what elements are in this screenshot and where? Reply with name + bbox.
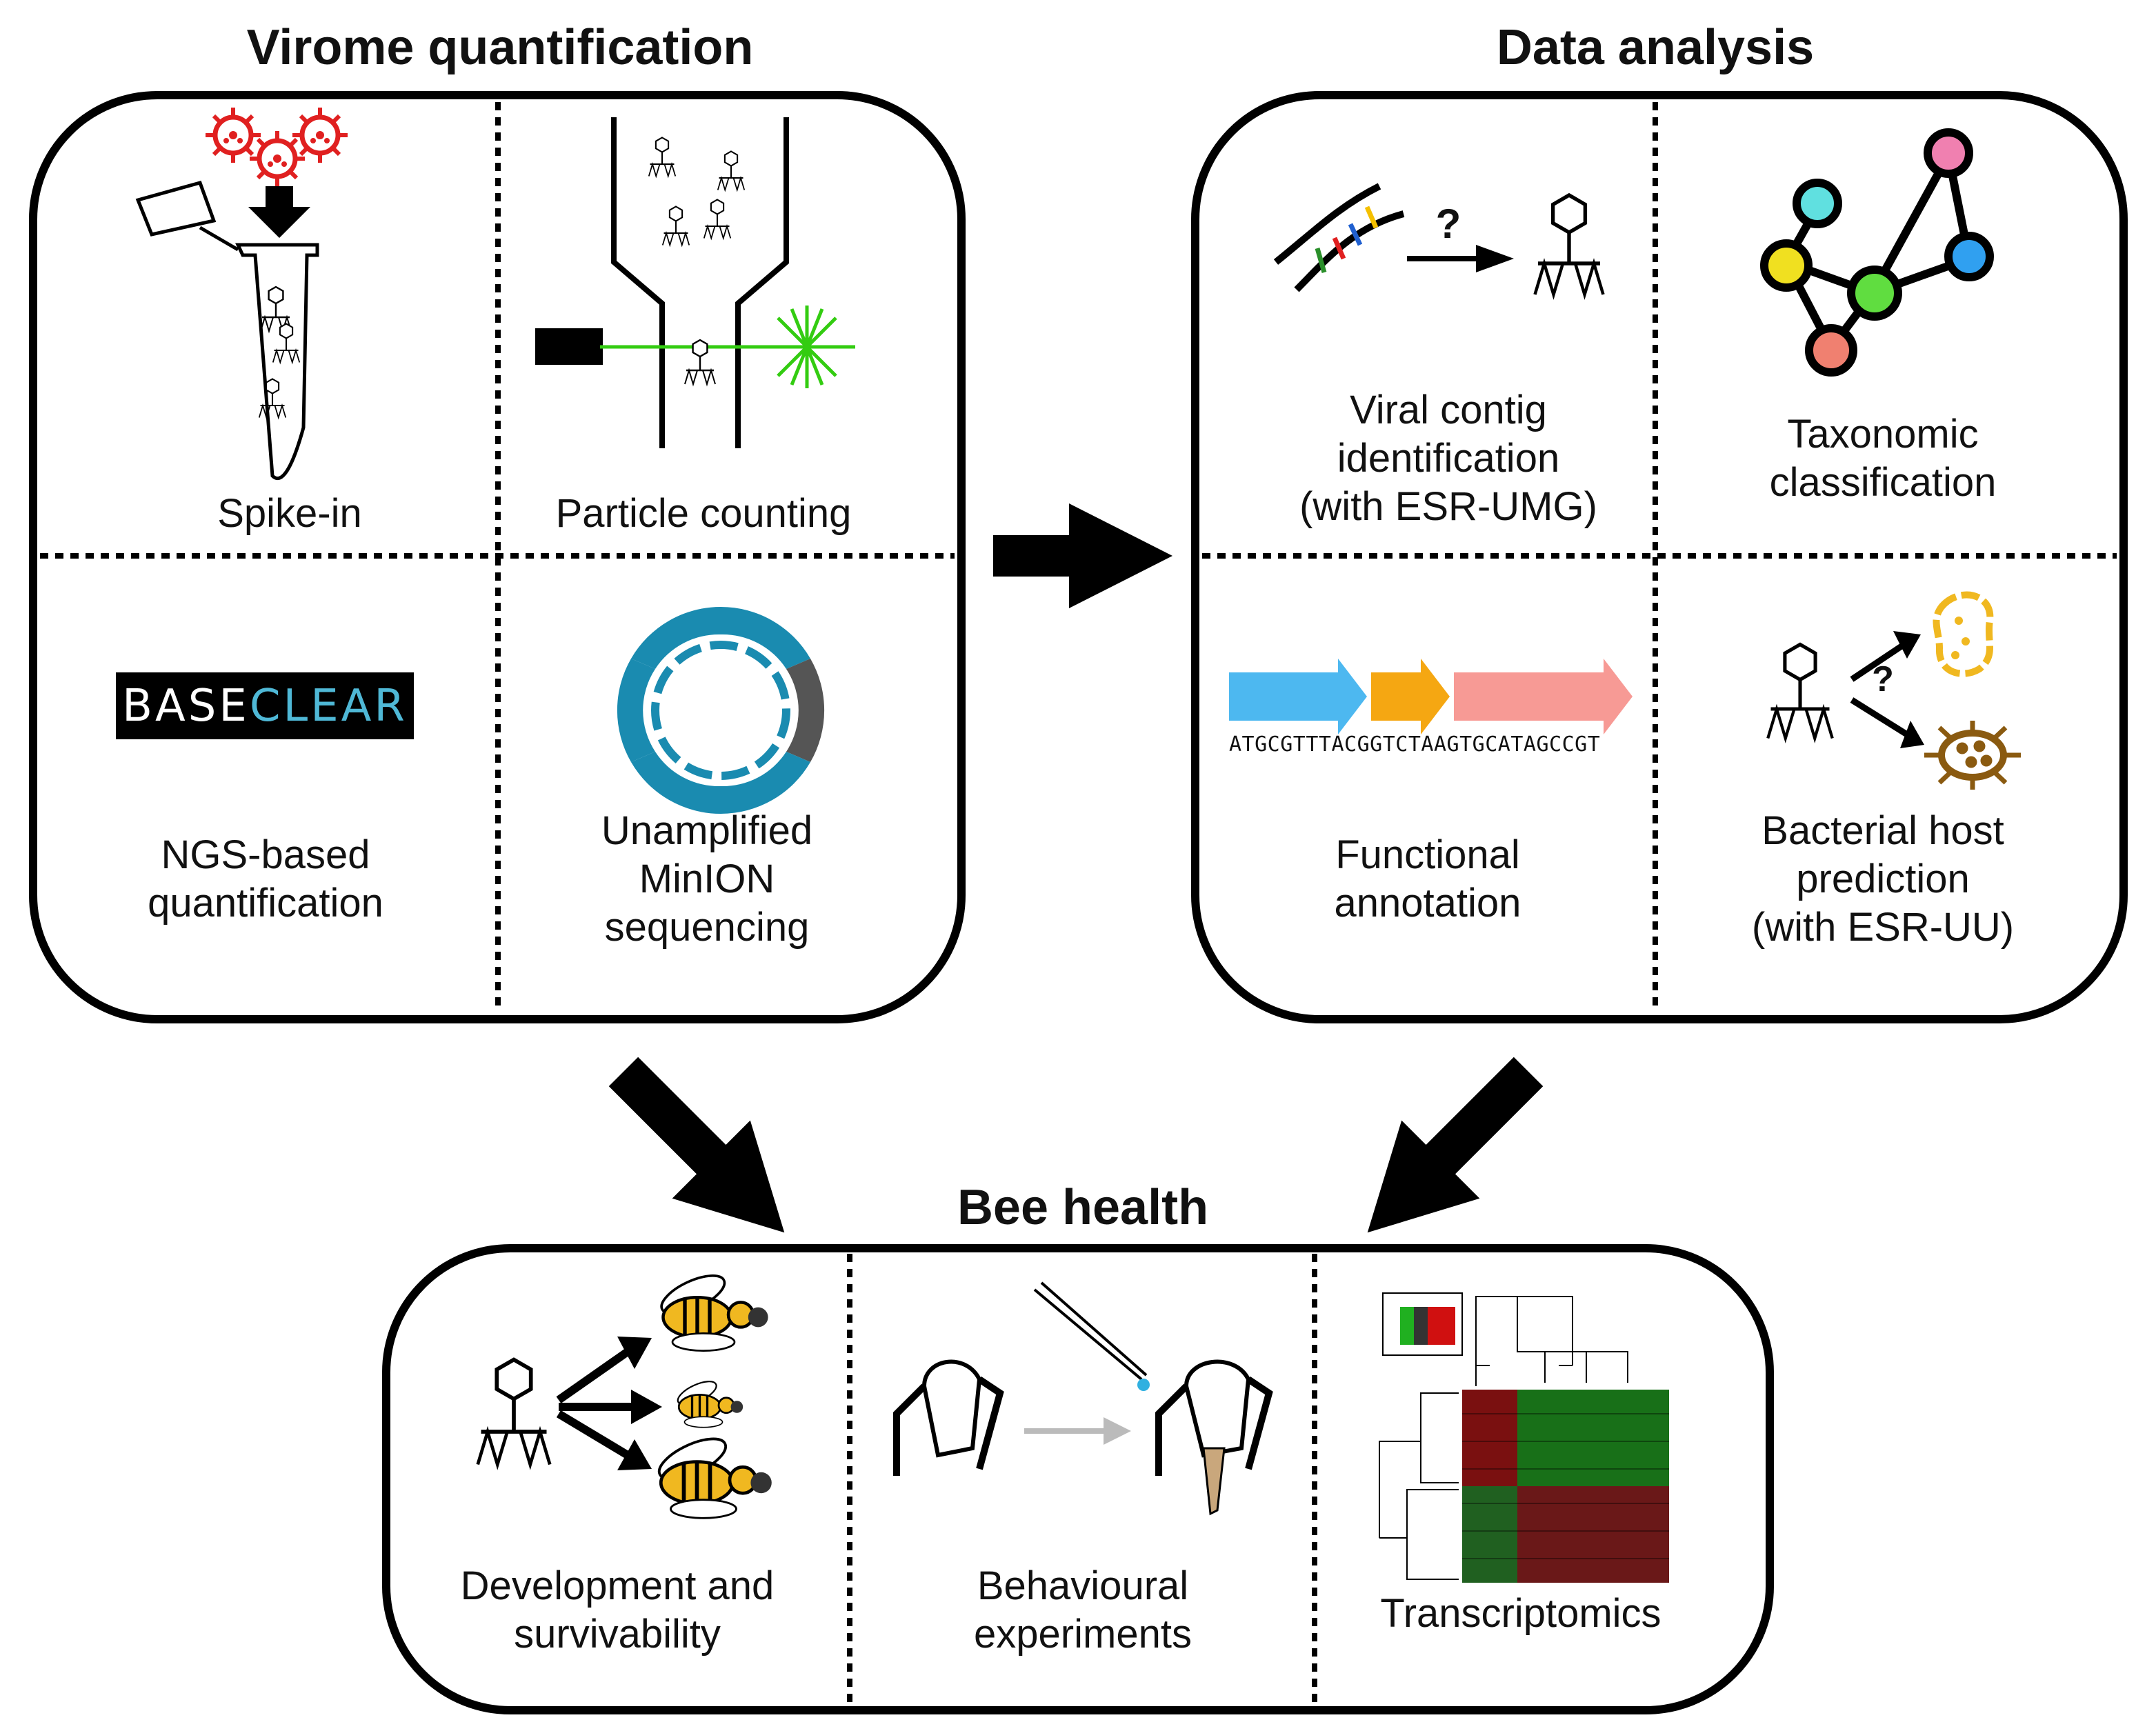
bee-arrows [556,1348,635,1459]
bee-icon-top [657,1268,768,1351]
spike-in-icon [135,108,348,481]
contig-label: Viral contig identification (with ESR-UM… [1262,386,1635,531]
label-line: Taxonomic [1787,412,1979,457]
label-line: Bacterial host [1761,808,2004,853]
spike-in-label: Spike-in [152,490,428,538]
ngs-label: NGS-based quantification [103,831,428,928]
bee-icon-middle [673,1375,744,1429]
virome-title: Virome quantification [246,20,754,75]
question-mark-contig: ? [1435,201,1461,247]
analysis-box [1191,91,2128,1023]
bee-head-before [893,1359,1004,1476]
label-line: Functional [1335,832,1520,877]
bacterium-yellow-icon [1933,591,1994,677]
minion-label: Unamplified MinION sequencing [552,807,862,952]
development-label: Development and survivability [435,1562,800,1659]
label-line: NGS-based [161,832,370,877]
functional-label: Functional annotation [1283,831,1573,928]
label-line: classification [1769,460,1997,505]
logo-part1: BASE [122,680,250,732]
virome-box [29,91,966,1023]
question-mark-host: ? [1872,659,1894,699]
down-right-arrow [608,1057,785,1233]
host-arrows [1850,642,1909,737]
bee-icon-bottom [654,1431,772,1519]
particle-counting-icon [535,117,855,448]
right-arrow [993,503,1172,608]
label-line: Spike-in [217,491,362,536]
particle-counting-label: Particle counting [524,490,883,538]
label-line: prediction [1796,857,1970,901]
network-icon [1760,128,1994,377]
down-left-arrow [1367,1057,1544,1233]
label-line: experiments [974,1612,1192,1657]
analysis-title: Data analysis [1496,20,1815,75]
host-label: Bacterial host prediction (with ESR-UU) [1704,807,2062,952]
label-line: (with ESR-UMG) [1299,484,1597,529]
transcriptomics-label: Transcriptomics [1352,1590,1690,1638]
label-line: sequencing [604,905,810,950]
label-line: annotation [1334,881,1521,925]
minion-logo [617,606,825,814]
pipette-icon [1033,1281,1150,1391]
heatmap-icon [1379,1292,1669,1583]
bee-title: Bee health [957,1180,1209,1235]
taxonomic-label: Taxonomic classification [1710,410,2055,507]
label-line: identification [1337,436,1560,481]
label-line: Transcriptomics [1380,1591,1661,1636]
label-line: (with ESR-UU) [1751,905,2015,950]
label-line: Behavioural [977,1563,1189,1608]
label-line: quantification [148,881,383,925]
behavioural-label: Behavioural experiments [917,1562,1248,1659]
gene-arrows [1229,659,1633,734]
label-line: Particle counting [555,491,852,536]
label-line: Viral contig [1350,388,1547,432]
label-line: Unamplified [601,808,813,853]
label-line: Development and [460,1563,775,1608]
bee-box [382,1244,1774,1714]
dna-icon [1273,183,1405,292]
label-line: survivability [514,1612,721,1657]
logo-part2: CLEAR [249,680,408,732]
bacterium-brown-icon [1924,721,2021,790]
label-line: MinION [639,857,775,901]
bee-head-after [1155,1359,1273,1516]
dna-sequence: ATGCGTTTACGGTCTAAGTGCATAGCCGT [1229,732,1601,757]
